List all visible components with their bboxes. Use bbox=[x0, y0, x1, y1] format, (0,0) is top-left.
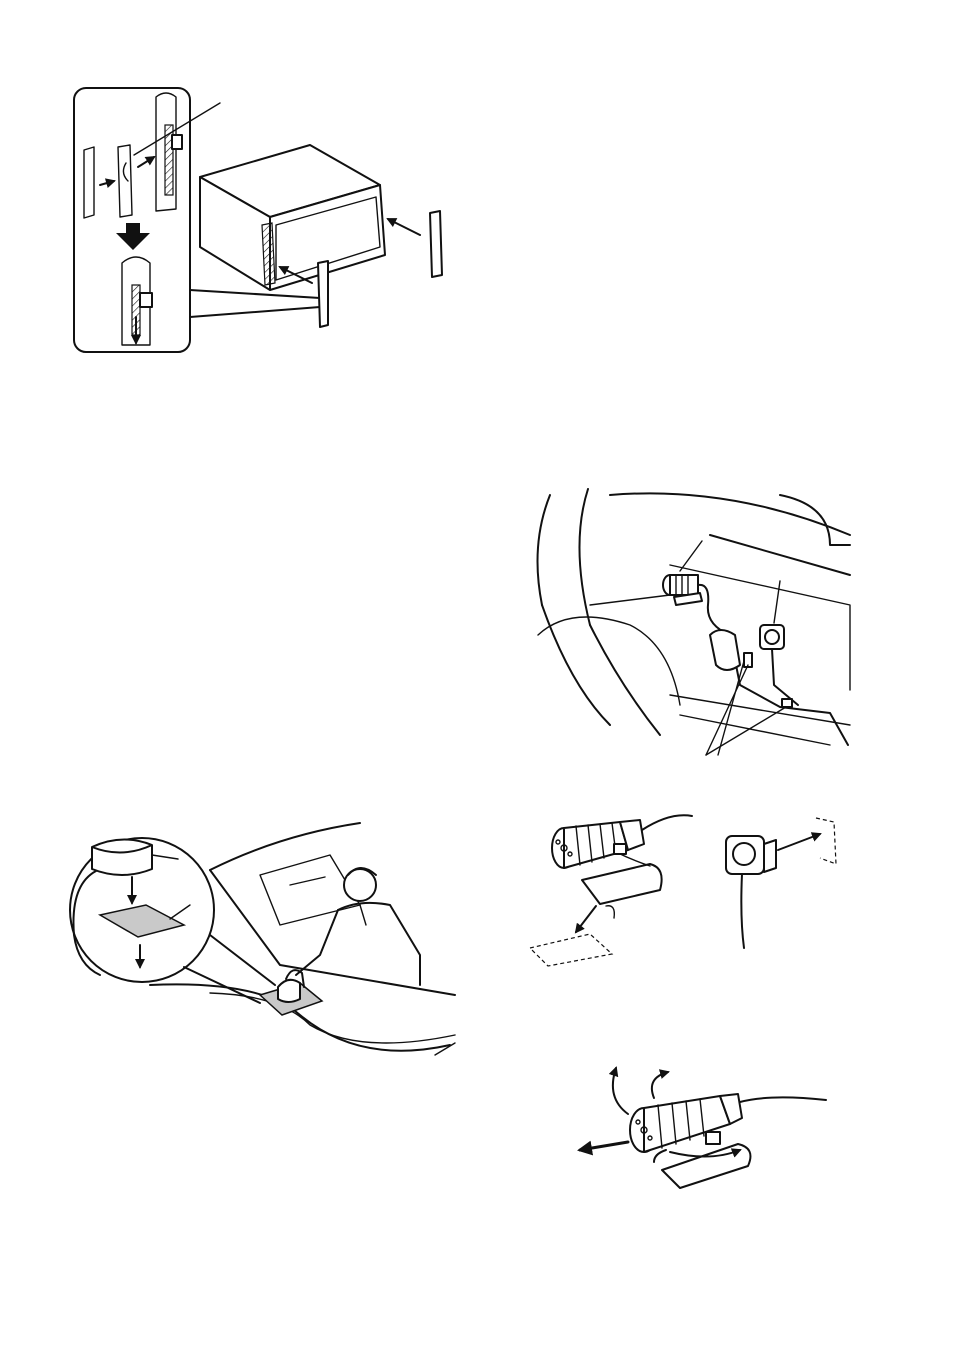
figure-gps-antenna-mounting bbox=[60, 815, 460, 1070]
remote-switch-icon bbox=[760, 581, 784, 649]
cable-clamp-icon bbox=[698, 585, 848, 755]
dashboard bbox=[590, 493, 850, 745]
microphone-icon bbox=[630, 1094, 826, 1188]
figure-microphone-cable-routing bbox=[530, 485, 860, 770]
trim-plate-icon bbox=[388, 211, 442, 277]
gps-antenna-icon bbox=[260, 970, 322, 1015]
microphone-icon bbox=[663, 541, 702, 605]
double-sided-tape-icon bbox=[530, 844, 662, 966]
pull-arrow-icon bbox=[580, 1142, 628, 1150]
figure-trim-plate-installation bbox=[70, 85, 450, 360]
steering-wheel-icon bbox=[538, 489, 681, 735]
microphone-icon bbox=[552, 815, 692, 868]
person-icon bbox=[296, 868, 420, 985]
remote-switch-icon bbox=[726, 818, 836, 948]
figure-microphone-and-switch-attachment bbox=[520, 808, 855, 968]
unit-icon bbox=[200, 145, 385, 290]
figure-microphone-angle-adjustment bbox=[570, 1058, 830, 1198]
